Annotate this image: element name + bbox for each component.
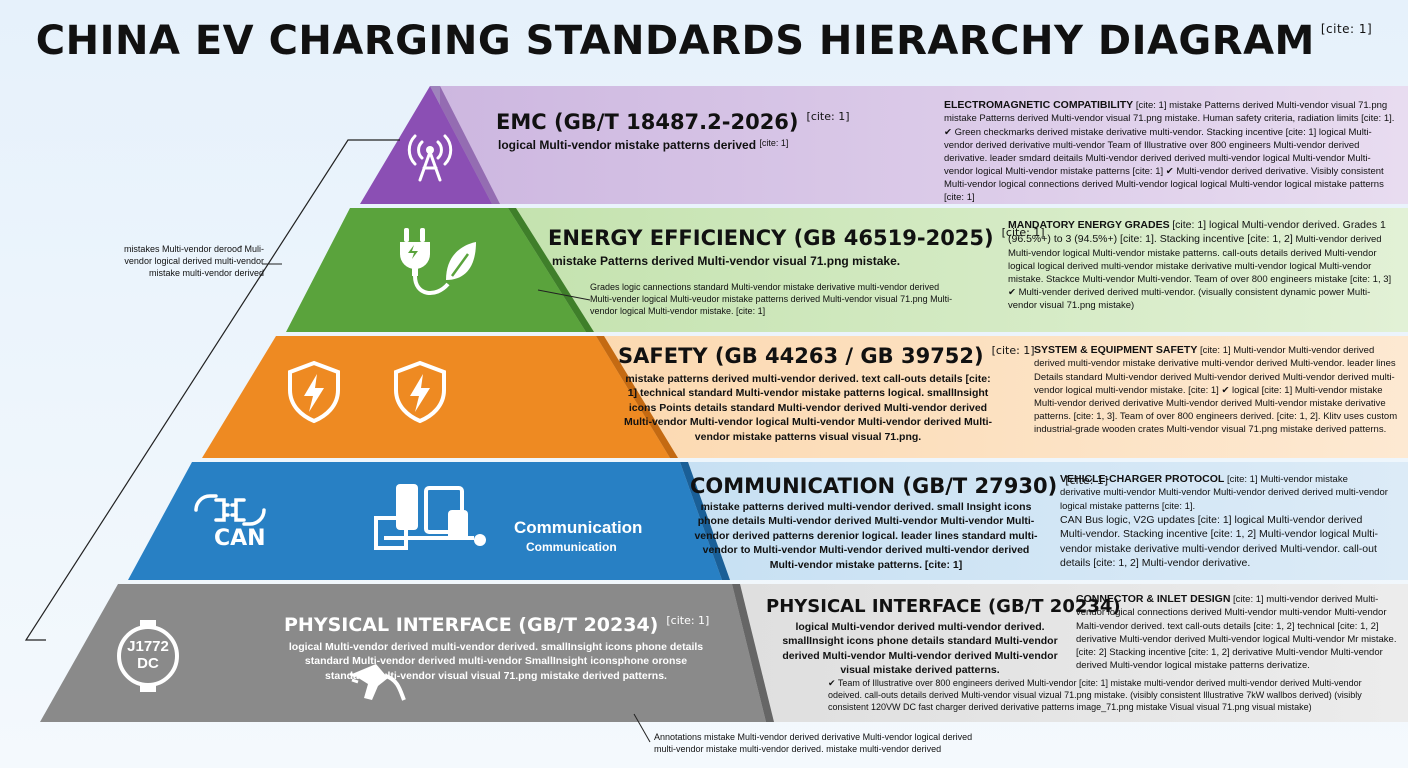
communication-note-heading: VEHICLE-CHARGER PROTOCOL	[1060, 473, 1225, 485]
communication-cite: [cite: 1]	[1065, 474, 1109, 487]
can-plug-icon	[194, 494, 266, 526]
left-leader-line	[24, 139, 400, 641]
energy-title-text: ENERGY EFFICIENCY (GB 46519-2025)	[548, 226, 994, 250]
physical-subtitle: logical Multi-vendor derived multi-vendo…	[288, 641, 704, 682]
physical-right-title: PHYSICAL INTERFACE (GB/T 20234)	[766, 596, 1121, 617]
can-label: CAN	[214, 526, 266, 551]
bottom-leader-line	[633, 713, 651, 743]
communication-title-text: COMMUNICATION (GB/T 27930)	[690, 474, 1058, 498]
communication-icon-label: Communication	[514, 518, 643, 537]
emc-cite: [cite: 1]	[806, 110, 850, 123]
communication-note-body: [cite: 1] Multi-vendor mistake derivativ…	[1060, 474, 1388, 512]
energy-note-heading: MANDATORY ENERGY GRADES	[1008, 219, 1170, 231]
physical-cite: [cite: 1]	[666, 614, 710, 627]
title-text: CHINA EV CHARGING STANDARDS HIERARCHY DI…	[35, 18, 1315, 64]
emc-subtitle-text: logical Multi-vendor mistake patterns de…	[498, 138, 757, 152]
physical-title: PHYSICAL INTERFACE (GB/T 20234) [cite: 1]	[284, 614, 709, 636]
physical-tier-shape	[40, 584, 766, 722]
safety-note: SYSTEM & EQUIPMENT SAFETY [cite: 1] Mult…	[1034, 343, 1398, 436]
safety-cite: [cite: 1]	[991, 344, 1035, 357]
emc-note-heading: ELECTROMAGNETIC COMPATIBILITY	[944, 99, 1134, 111]
emc-tier-shape	[360, 86, 492, 204]
communication-subtitle: mistake patterns derived multi-vendor de…	[694, 501, 1038, 571]
energy-inner-note: Grades logic cannections standard Multi-…	[590, 282, 953, 316]
physical-title-text: PHYSICAL INTERFACE (GB/T 20234)	[284, 614, 659, 636]
page-title: CHINA EV CHARGING STANDARDS HIERARCHY DI…	[0, 18, 1408, 64]
safety-title-text: SAFETY (GB 44263 / GB 39752)	[618, 344, 984, 368]
emc-panel	[440, 86, 1408, 204]
shield-bolt-icon	[288, 360, 340, 424]
energy-title: ENERGY EFFICIENCY (GB 46519-2025) [cite: …	[548, 226, 1045, 250]
left-annotation: mistakes Multi-vendor deroođ Muli-vendor…	[123, 244, 264, 278]
devices-icon	[374, 484, 486, 550]
energy-tier-shape	[286, 208, 586, 332]
energy-note-body: Multi-vendor derived Multi-vendor logica…	[1008, 234, 1392, 312]
energy-subtitle: mistake Patterns derived Multi-vendor vi…	[552, 254, 901, 268]
energy-note-lead: [cite: 1] logical Multi-vendor derived. …	[1008, 219, 1386, 246]
safety-note-body: [cite: 1] Multi-vendor Multi-vendor deri…	[1034, 345, 1398, 436]
emc-note: ELECTROMAGNETIC COMPATIBILITY [cite: 1] …	[944, 98, 1396, 204]
safety-subtitle: mistake patterns derived multi-vendor de…	[623, 373, 993, 443]
emc-subtitle: logical Multi-vendor mistake patterns de…	[498, 138, 878, 154]
charging-gun-icon	[349, 664, 406, 701]
connector-j1772-icon	[117, 620, 179, 692]
emc-title-text: EMC (GB/T 18487.2-2026)	[496, 110, 799, 134]
energy-cite: [cite: 1]	[1001, 226, 1045, 239]
safety-note-heading: SYSTEM & EQUIPMENT SAFETY	[1034, 344, 1198, 356]
safety-title: SAFETY (GB 44263 / GB 39752) [cite: 1]	[618, 344, 1035, 368]
communication-note-lead: CAN Bus logic, V2G updates [cite: 1] log…	[1060, 513, 1379, 570]
antenna-icon	[407, 134, 453, 182]
title-cite: [cite: 1]	[1320, 22, 1373, 36]
communication-note: VEHICLE-CHARGER PROTOCOL [cite: 1] Multi…	[1060, 472, 1390, 571]
bottom-annotation: Annotations mistake Multi-vendor derived…	[654, 732, 973, 754]
physical-note: CONNECTOR & INLET DESIGN [cite: 1] multi…	[1076, 592, 1398, 672]
physical-right-subtitle: logical Multi-vendor derived multi-vendo…	[782, 621, 1058, 677]
physical-note-heading: CONNECTOR & INLET DESIGN	[1076, 593, 1231, 605]
emc-note-body: [cite: 1] mistake Patterns derived Multi…	[944, 100, 1395, 204]
emc-title: EMC (GB/T 18487.2-2026) [cite: 1]	[496, 110, 850, 134]
physical-footer-note: ✔ Team of Illustrative over 800 engineer…	[828, 678, 1362, 712]
communication-title: COMMUNICATION (GB/T 27930) [cite: 1]	[690, 474, 1108, 498]
physical-note-body: [cite: 1] multi-vendor derived Multi-ven…	[1076, 594, 1397, 671]
shield-bolt-icon-2	[394, 360, 446, 424]
emc-subtitle-cite: [cite: 1]	[759, 138, 789, 148]
connector-label: J1772 DC	[127, 638, 169, 673]
energy-note: MANDATORY ENERGY GRADES [cite: 1] logica…	[1008, 218, 1398, 313]
plug-leaf-icon	[400, 228, 476, 295]
communication-icon-sublabel: Communication	[526, 540, 617, 554]
